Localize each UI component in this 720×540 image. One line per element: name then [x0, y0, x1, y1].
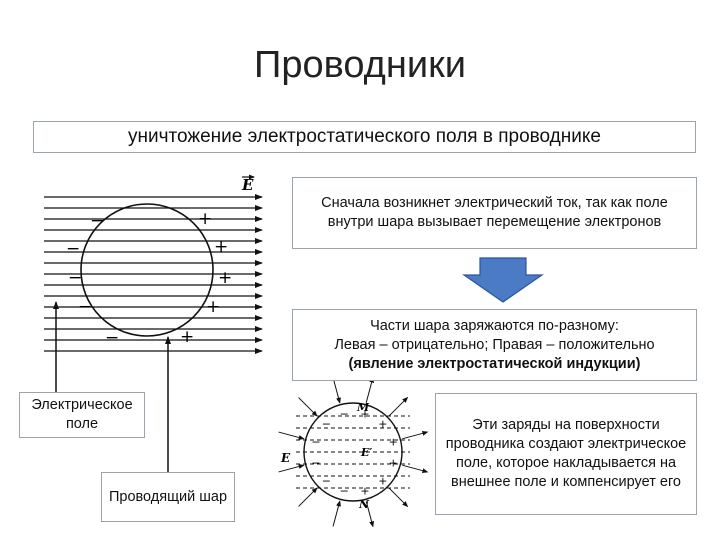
- external-field-label: E: [280, 451, 291, 465]
- positive-charge: +: [198, 209, 212, 229]
- negative-charge: −: [340, 485, 349, 498]
- positive-charge: +: [180, 327, 194, 347]
- induction-line-2: Левая – отрицательно; Правая – положител…: [334, 336, 655, 353]
- positive-charge: +: [214, 237, 228, 257]
- current-explanation-box: Сначала возникнет электрический ток, так…: [292, 177, 697, 249]
- normal-ray: [402, 464, 429, 474]
- compensation-box: Эти заряды на поверхности проводника соз…: [435, 393, 697, 515]
- current-explanation-text: Сначала возникнет электрический ток, так…: [321, 195, 668, 230]
- normal-ray: [388, 487, 409, 508]
- negative-charge: −: [340, 407, 349, 420]
- normal-ray: [365, 376, 375, 403]
- positive-charge: +: [360, 485, 369, 498]
- negative-charge: −: [78, 297, 92, 317]
- surface-charges: −−−−−+++++: [66, 209, 232, 348]
- negative-charge: −: [311, 436, 320, 449]
- field-label-box: Электрическое поле: [19, 392, 145, 438]
- negative-charge: −: [90, 211, 104, 231]
- sphere-label-text: Проводящий шар: [108, 488, 228, 505]
- normal-ray: [365, 501, 375, 528]
- sphere-label-box: Проводящий шар: [101, 472, 235, 522]
- normal-ray: [278, 464, 305, 473]
- sphere-outline: [80, 203, 214, 337]
- compensation-text: Эти заряды на поверхности проводника соз…: [445, 417, 687, 490]
- negative-charge: −: [322, 418, 331, 431]
- down-arrow-icon: [462, 257, 544, 303]
- point-M-label: M: [356, 401, 370, 414]
- positive-charge: +: [378, 474, 387, 487]
- field-diagram: E −−−−−+++++: [44, 174, 263, 354]
- positive-charge: +: [360, 407, 369, 420]
- surface-charges-2: +++−−−−−−+++: [311, 407, 397, 497]
- normal-ray: [402, 430, 429, 440]
- normal-ray: [298, 487, 318, 507]
- inner-field-lines: [296, 415, 410, 489]
- field-vector-label: E: [241, 176, 254, 194]
- sphere2-outline: [303, 402, 403, 502]
- negative-charge: −: [322, 474, 331, 487]
- normal-ray: [388, 396, 409, 417]
- page-title: Проводники: [254, 44, 466, 86]
- positive-charge: +: [389, 436, 398, 449]
- normal-ray: [332, 377, 341, 404]
- induction-diagram: +++−−−−−−+++ M N E E′: [278, 376, 429, 528]
- field-label-text: Электрическое поле: [31, 397, 133, 432]
- induction-line-3: (явление электростатической индукции): [348, 355, 641, 372]
- positive-charge: +: [206, 297, 220, 317]
- normal-ray: [332, 500, 341, 527]
- negative-charge: −: [311, 456, 320, 469]
- point-N-label: N: [358, 498, 370, 511]
- positive-charge: +: [389, 456, 398, 469]
- field-lines: [44, 194, 263, 354]
- induction-line-1: Части шара заряжаются по-разному:: [370, 317, 619, 334]
- normal-ray: [298, 397, 318, 417]
- inner-field-label: E′: [360, 446, 372, 459]
- negative-charge: −: [68, 268, 82, 288]
- negative-charge: −: [105, 328, 119, 348]
- subtitle-box: уничтожение электростатического поля в п…: [33, 121, 696, 153]
- positive-charge: +: [218, 268, 232, 288]
- positive-charge: +: [378, 418, 387, 431]
- induction-explanation-box: Части шара заряжаются по-разному: Левая …: [292, 309, 697, 381]
- normal-rays: [278, 376, 429, 528]
- normal-ray: [278, 431, 305, 440]
- negative-charge: −: [66, 239, 80, 259]
